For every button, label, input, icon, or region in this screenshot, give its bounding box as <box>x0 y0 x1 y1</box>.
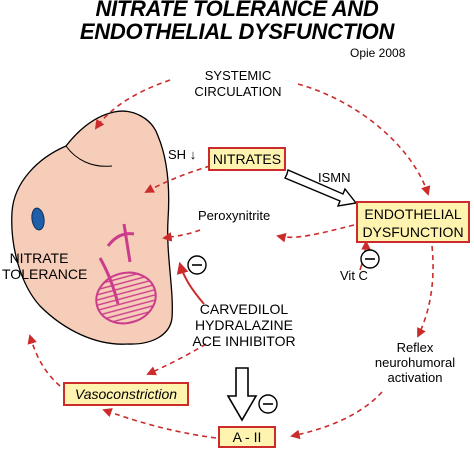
drug-ace-inhibitor: ACE INHIBITOR <box>192 333 296 349</box>
drug-hydralazine: HYDRALAZINE <box>194 317 294 333</box>
drug-carvedilol: CARVEDILOL <box>199 301 289 317</box>
arrow-reflex-to-a2 <box>290 391 383 440</box>
arrow-peroxynitrite-to-heart <box>162 229 201 242</box>
arrow-drugs-inhibit-tolerance <box>176 261 205 305</box>
hatched-oval <box>95 271 157 325</box>
systemic-line2: CIRCULATION <box>194 84 282 99</box>
reflex-line2: neurohumoral <box>374 355 456 370</box>
peroxynitrite-label: Peroxynitrite <box>198 208 271 223</box>
arrow-vasoconstriction-to-heart <box>27 334 61 387</box>
vasoconstriction-label: Vasoconstriction <box>74 386 178 402</box>
vitc-label: Vit C <box>340 268 368 283</box>
down-arrow-icon: ↓ <box>189 147 197 162</box>
reflex-line1: Reflex <box>396 340 434 355</box>
title-line1: NITRATE TOLERANCE AND <box>95 0 379 21</box>
reflex-line3: activation <box>387 370 443 385</box>
tissue-strand-3 <box>122 223 132 263</box>
ismn-label: ISMN <box>318 170 351 185</box>
endothelial-line1: ENDOTHELIAL <box>364 206 462 222</box>
tissue-strand-1 <box>106 232 135 247</box>
angiotensin-ii-box: A - II <box>218 426 276 448</box>
heart-crease <box>65 145 113 167</box>
down-hollow-arrow <box>226 367 258 422</box>
nitrate-tolerance-line2: TOLERANCE <box>2 266 88 282</box>
arrow-endothelial-to-reflex <box>417 245 434 338</box>
angiotensin-ii-label: A - II <box>232 429 262 445</box>
blue-spot <box>31 207 45 231</box>
systemic-line1: SYSTEMIC <box>204 68 272 83</box>
arrow-systemic-to-heart <box>94 79 171 130</box>
endothelial-line2: DYSFUNCTION <box>362 224 464 240</box>
title-line2: ENDOTHELIAL DYSFUNCTION <box>79 19 395 44</box>
arrow-a2-to-vasoconstriction <box>102 408 217 439</box>
credit: Opie 2008 <box>350 46 406 60</box>
nitrates-box: NITRATES <box>208 147 286 171</box>
nitrate-tolerance-line1: NITRATE <box>9 250 69 266</box>
endothelial-dysfunction-box: ENDOTHELIAL DYSFUNCTION <box>356 201 470 243</box>
nitrates-label: NITRATES <box>212 151 282 167</box>
sh-label: SH ↓ <box>168 147 196 162</box>
vasoconstriction-box: Vasoconstriction <box>63 382 189 406</box>
sh-text: SH <box>168 147 187 162</box>
arrow-endothelial-to-peroxynitrite <box>276 224 355 243</box>
